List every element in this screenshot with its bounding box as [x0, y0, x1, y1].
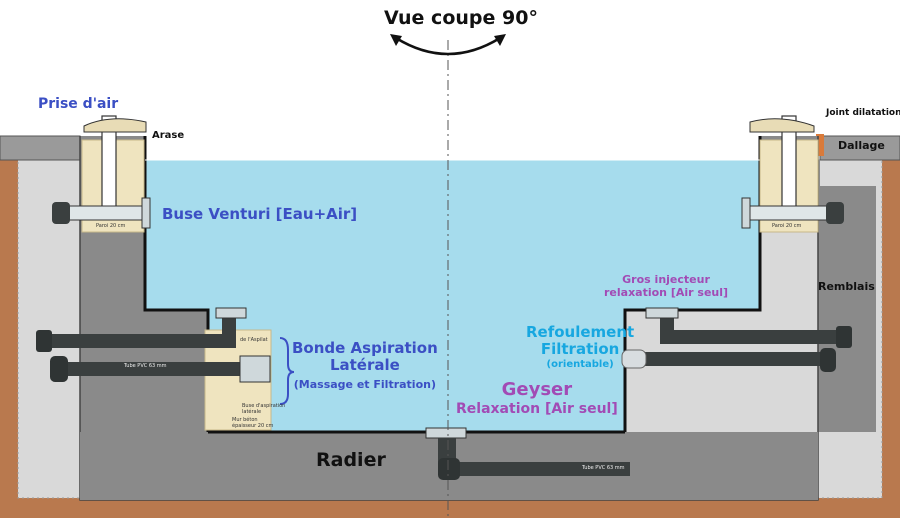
pipe-right-riser	[660, 316, 674, 344]
label-bonde-line1: Bonde Aspiration	[292, 339, 438, 357]
label-buse-venturi: Buse Venturi [Eau+Air]	[162, 205, 358, 223]
label-refoulement-line3: (orientable)	[546, 358, 614, 370]
rotation-arrowhead-left	[390, 34, 402, 46]
pipe-left-riser	[222, 316, 236, 348]
venturi-elbow-right	[826, 202, 844, 224]
label-refoulement-line1: Refoulement	[526, 323, 635, 341]
label-refoulement-line2: Filtration	[540, 340, 620, 359]
label-geyser-line2: Relaxation [Air seul]	[456, 400, 618, 417]
injector-grate-left	[215, 307, 247, 319]
geyser-pipe-horizontal	[446, 462, 630, 476]
venturi-head-right	[741, 197, 751, 229]
venturi-head-left	[141, 197, 151, 229]
rotation-arrow	[395, 36, 501, 56]
pipe-right-upper-cap	[836, 326, 852, 348]
paving-left	[0, 135, 81, 161]
venturi-elbow-left	[52, 202, 70, 224]
label-bonde-line3: (Massage et Filtration)	[293, 377, 436, 391]
geyser-grate	[425, 427, 467, 439]
label-remblais: Remblais	[818, 280, 875, 293]
label-geyser: Geyser Relaxation [Air seul]	[456, 379, 618, 417]
label-refoulement: Refoulement Filtration (orientable)	[526, 323, 635, 370]
pipe-left-lower-elbow	[50, 356, 68, 382]
injector-grate-right	[645, 307, 679, 319]
dilatation-joint	[816, 134, 824, 156]
air-intake-cap-left	[83, 118, 147, 133]
geyser-elbow	[438, 458, 460, 480]
label-gros-injecteur-line2: relaxation [Air seul]	[604, 285, 729, 299]
pipe-right-lower-elbow	[820, 348, 836, 372]
venturi-nozzle-left	[59, 205, 151, 221]
label-joint-dilatation: Joint dilatation	[826, 108, 900, 118]
label-prise-air: Prise d'air	[38, 96, 119, 112]
venturi-nozzle-right	[749, 205, 831, 221]
rotation-arrowhead-right	[494, 34, 506, 46]
air-intake-cap-right	[749, 118, 815, 133]
small-label-tube-bottom: Tube PVC 63 mm	[582, 465, 625, 471]
label-radier: Radier	[316, 449, 386, 471]
water	[145, 160, 760, 432]
label-gros-injecteur: Gros injecteur relaxation [Air seul]	[604, 273, 729, 299]
small-label-buse-aspiration: Buse d'aspiration latérale	[242, 403, 286, 415]
small-label-mur-beton-2: épaisseur 20 cm	[232, 422, 274, 429]
small-label-mur-beton: Mur béton épaisseur 20 cm	[232, 417, 274, 429]
geyser-pipe-down	[438, 438, 456, 464]
label-bonde-line2: Latérale	[329, 356, 400, 375]
label-geyser-line1: Geyser	[501, 379, 573, 400]
small-label-paroi-right: Paroi 20 cm	[772, 223, 802, 229]
small-label-buse-aspiration-1: Buse d'aspiration	[242, 403, 286, 409]
label-arase: Arase	[152, 130, 185, 141]
pipe-left-upper-cap	[36, 330, 52, 352]
refoulement-nozzle	[621, 349, 647, 369]
pipe-right-lower	[640, 352, 830, 366]
pipe-left-upper	[40, 334, 235, 348]
label-dallage: Dallage	[838, 139, 885, 152]
diagram-title: Vue coupe 90°	[384, 7, 538, 29]
small-label-tube-left: Tube PVC 63 mm	[124, 363, 167, 369]
label-gros-injecteur-line1: Gros injecteur	[622, 273, 710, 286]
bonde-bracket	[279, 337, 295, 405]
pipe-left-lower	[60, 362, 250, 376]
small-label-aspilat: de l'Aspilat	[240, 337, 268, 343]
small-label-paroi-left: Paroi 20 cm	[96, 223, 126, 229]
bonde-aspiration-fitting	[239, 355, 271, 383]
label-bonde-aspiration: Bonde Aspiration Latérale (Massage et Fi…	[292, 339, 438, 391]
small-label-mur-beton-1: Mur béton	[232, 417, 258, 423]
small-label-buse-aspiration-2: latérale	[242, 408, 262, 415]
pipe-right-upper	[660, 330, 850, 344]
